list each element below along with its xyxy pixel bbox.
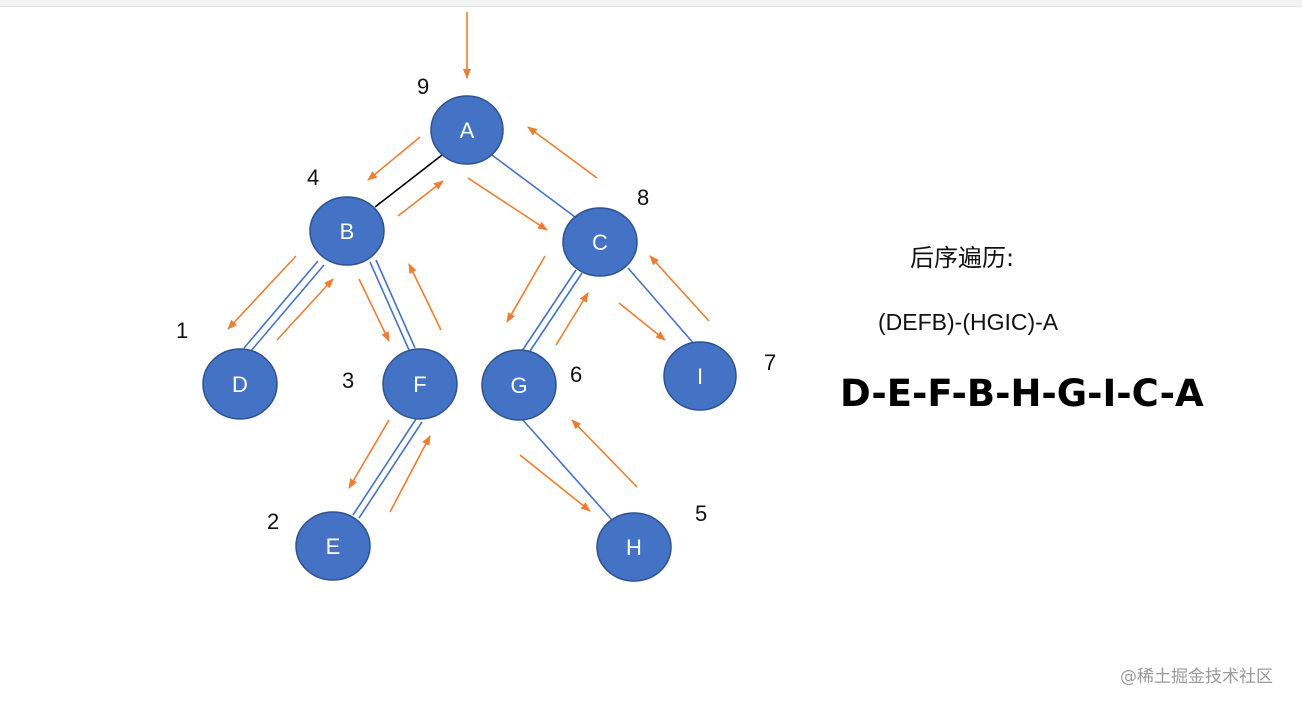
node-label: H [626,535,642,560]
arrow-c-to-g [506,255,546,323]
edge-c-g [521,269,583,355]
node-label: D [232,372,248,397]
node-circle [382,348,458,420]
tree-edges [243,154,696,521]
node-circle [596,512,672,582]
visit-order-label: 8 [637,185,649,210]
arrow-c-to-i [618,302,666,341]
edge-a-c [491,154,576,218]
node-circle [481,349,557,421]
node-circle [562,207,638,277]
tree-node-c: C8 [562,185,649,277]
visit-order-label: 1 [176,318,188,343]
tree-node-f: F3 [342,348,458,420]
node-label: I [697,364,703,389]
watermark: @稀土掘金技术社区 [1120,667,1273,687]
visit-order-label: 7 [764,350,776,375]
node-label: G [510,373,527,398]
node-label: F [413,372,426,397]
visit-order-label: 5 [695,501,707,526]
visit-order-label: 6 [570,362,582,387]
node-circle [295,511,371,581]
node-label: E [326,534,341,559]
tree-node-d: D1 [176,318,278,420]
arrow-a-to-b [367,136,421,181]
edge-c-i [627,267,696,346]
arrow-b-to-f [358,278,390,342]
edge-g-h [521,418,613,521]
visit-order-label: 2 [267,509,279,534]
grouped-sequence: (DEFB)-(HGIC)-A [878,309,1059,335]
traversal-arrows [227,12,710,513]
edge-b-d [243,260,325,353]
tree-node-e: E2 [267,509,371,581]
arrow-h-to-g [571,419,638,488]
arrow-d-to-b [276,278,334,341]
arrow-b-to-d [227,255,297,330]
edge-f-e [352,418,423,519]
node-circle [430,95,504,165]
arrow-g-to-h [519,454,591,512]
visit-order-label: 3 [342,368,354,393]
visit-order-label: 9 [417,74,429,99]
result-sequence: D-E-F-B-H-G-I-C-A [840,372,1204,415]
arrow-f-to-e [348,419,390,489]
tree-node-b: B4 [307,165,385,266]
arrow-c-to-a [527,126,598,179]
top-toolbar-strip [0,0,1302,7]
tree-node-a: A9 [417,74,504,165]
node-label: C [592,230,608,255]
node-circle [663,341,737,411]
tree-node-i: I7 [663,341,776,411]
node-circle [309,196,385,266]
edge-a-b [374,154,443,208]
edge-b-f [369,259,416,351]
arrow-i-to-c [649,255,710,322]
arrow-a-to-c [467,177,548,231]
arrow-f-to-b [408,263,442,331]
tree-node-h: H5 [596,501,707,582]
node-circle [202,348,278,420]
arrow-g-to-c [555,292,589,346]
arrow-b-to-a [397,180,444,217]
visit-order-label: 4 [307,165,319,190]
traversal-title: 后序遍历: [910,244,1015,272]
arrow-e-to-f [389,435,431,513]
node-label: A [460,118,475,143]
node-label: B [340,219,355,244]
